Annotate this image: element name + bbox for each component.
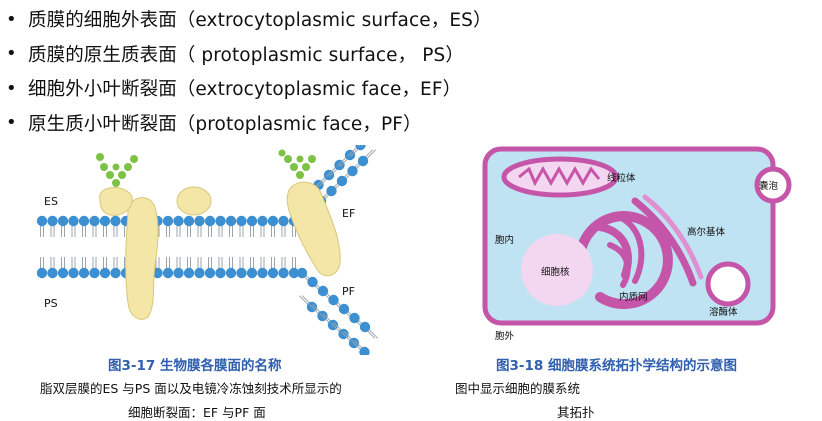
nucleus [574,211,673,310]
golgi-label: 高尔基体 [687,226,726,238]
bullet-text: 质膜的原生质表面（ protoplasmic surface， PS） [28,44,464,66]
lipid-molecule [57,215,69,237]
right-figure-caption: 图3-18 细胞膜系统拓扑学结构的示意图 [496,358,737,374]
lipid-molecule [36,215,48,237]
transmembrane-protein [286,181,341,277]
lipid-molecule [78,257,90,279]
lipid-molecule [347,145,366,157]
lipid-molecule [204,257,216,279]
left-figure-desc-line2: 细胞断裂面：EF 与PF 面 [128,405,266,420]
bullet-item: • 质膜的细胞外表面（extrocytoplasmic surface，ES） [6,2,492,37]
golgi-cisterna [631,197,697,287]
bullet-text: 原生质小叶断裂面（protoplasmic face，PF） [28,113,422,135]
mitochondrion-cristae [518,165,601,187]
lipid-molecule [47,257,58,279]
ef-label: EF [342,207,355,220]
lipid-molecule [152,257,163,279]
mitochondrion [501,156,619,198]
es-label: ES [44,195,58,208]
fade-overlay [598,372,822,421]
lipid-molecule [99,257,111,279]
lipid-molecule [89,257,100,279]
lipid-molecule [68,257,79,279]
lipid-molecule [57,257,69,279]
peripheral-protein [99,187,133,216]
vesicle [754,166,792,204]
lysosome-label: 溶酶体 [709,306,738,318]
cell-topology-diagram: 线粒体 囊泡 高尔基体 胞内 细胞核 内质网 溶酶体 胞外 [482,146,792,342]
lipid-molecule [336,149,356,167]
lipid-molecule [110,215,121,237]
lipid-molecule [225,215,237,237]
extracellular-label: 胞外 [495,330,515,342]
lipid-molecule [246,215,258,237]
lipid-molecule [257,215,268,237]
lipid-molecule [173,257,184,279]
lipid-molecule [194,215,205,237]
lipid-molecule [267,215,279,237]
lipid-molecule [359,321,379,339]
sugar-chain [278,149,316,179]
lipid-molecule [246,257,258,279]
er-membrane [612,212,645,284]
vesicle-label: 囊泡 [759,180,779,192]
lipid-molecule [99,215,111,237]
lipid-molecule [78,215,90,237]
lipid-molecule [351,340,370,355]
bullet-dot-icon: • [6,8,17,30]
lipid-molecule [173,215,184,237]
lipid-molecule [236,215,247,237]
er-membrane [607,242,631,288]
lipid-molecule [326,159,345,177]
lipid-molecule [278,257,289,279]
left-figure-desc-line1: 脂双层膜的ES 与PS 面以及电镜冷冻蚀刻技术所显示的 [40,381,342,396]
ps-label: PS [44,297,58,310]
lipid-molecule [288,257,300,279]
lipid-molecule [162,257,174,279]
er-label: 内质网 [619,291,648,303]
lipid-molecule [36,257,48,279]
nucleus-interior [521,234,593,306]
bullet-text: 质膜的细胞外表面（extrocytoplasmic surface，ES） [28,10,492,32]
golgi-cisterna [642,194,704,280]
lipid-molecule [194,257,205,279]
lipid-molecule [357,149,377,167]
lipid-molecule [183,215,195,237]
pf-label: PF [342,285,355,298]
bullet-list: • 质膜的细胞外表面（extrocytoplasmic surface，ES） … [6,2,492,140]
lipid-molecule [204,215,216,237]
lysosome [705,261,751,307]
nucleus-label: 细胞核 [541,266,570,278]
bullet-dot-icon: • [6,43,17,65]
right-figure-desc-line2: 其拓扑 [557,405,595,420]
bullet-item: • 原生质小叶断裂面（protoplasmic face，PF） [6,106,492,141]
sugar-chain [96,153,138,187]
bullet-item: • 细胞外小叶断裂面（extrocytoplasmic face，EF） [6,71,492,106]
lipid-molecule [315,169,335,187]
membrane-face-diagram: ES PS EF PF [36,145,379,355]
bullet-dot-icon: • [6,77,17,99]
bullet-dot-icon: • [6,112,17,134]
lipid-molecule [215,215,226,237]
bullet-text: 细胞外小叶断裂面（extrocytoplasmic face，EF） [28,79,462,101]
left-figure-caption: 图3-17 生物膜各膜面的名称 [108,358,282,374]
mitochondria-label: 线粒体 [607,172,636,184]
lipid-molecule [215,257,226,279]
lipid-molecule [110,257,121,279]
lipid-molecule [47,215,58,237]
lipid-molecule [183,257,195,279]
lipid-molecule [68,215,79,237]
intracellular-label: 胞内 [495,234,514,246]
peripheral-protein [176,186,212,216]
lipid-molecule [257,257,268,279]
right-figure-desc-line1: 图中显示细胞的膜系统 [455,381,581,396]
lipid-molecule [236,257,247,279]
lipid-molecule [225,257,237,279]
lipid-molecule [278,215,289,237]
transmembrane-protein [125,197,159,320]
lipid-molecule [267,257,279,279]
lipid-molecule [89,215,100,237]
bullet-item: • 质膜的原生质表面（ protoplasmic surface， PS） [6,37,492,72]
lipid-molecule [162,215,174,237]
